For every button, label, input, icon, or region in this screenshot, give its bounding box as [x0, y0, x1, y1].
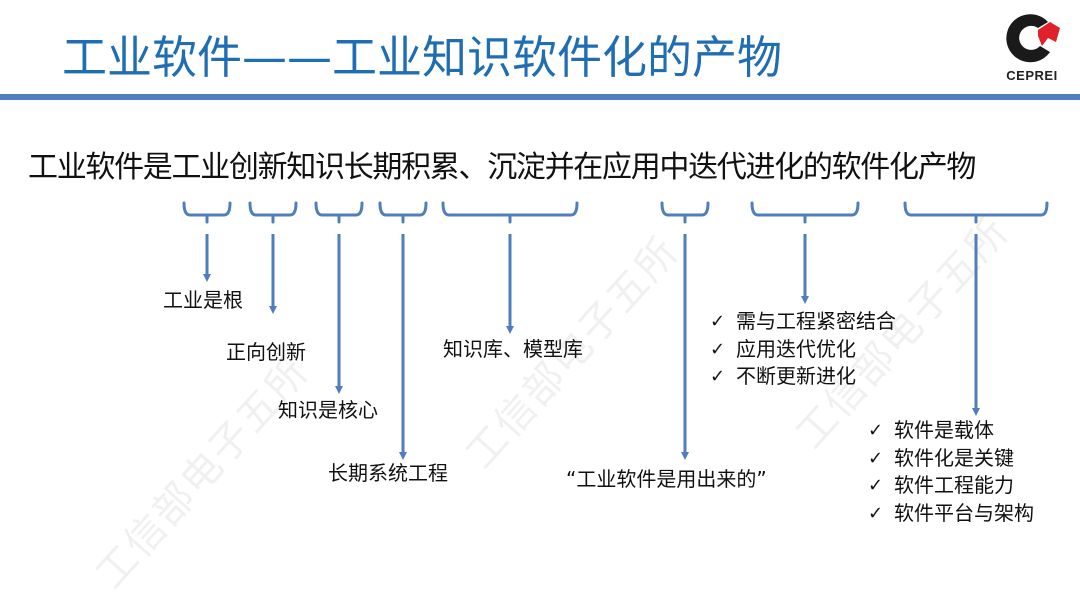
bracket-knowledge [314, 201, 364, 224]
checklist-item: ✓ 软件平台与架构 [868, 500, 1034, 528]
checklist-item-text: 应用迭代优化 [736, 336, 856, 361]
bracket-software [903, 201, 1049, 224]
label-long-term-engineering: 长期系统工程 [328, 461, 448, 485]
checklist-item-text: 软件是载体 [894, 418, 994, 442]
checkmark-icon: ✓ [868, 502, 884, 524]
checklist-item-text: 软件化是关键 [894, 445, 1014, 470]
label-industry-root: 工业是根 [163, 288, 243, 312]
checklist-item: ✓ 软件化是关键 [868, 445, 1034, 473]
ceprei-logo: CEPREI [998, 8, 1066, 90]
ceprei-logo-icon [1006, 14, 1060, 63]
label-used-out-quote: “工业软件是用出来的” [566, 467, 767, 491]
checklist-item-text: 不断更新进化 [736, 364, 856, 388]
checklist-item: ✓ 软件工程能力 [868, 472, 1034, 500]
label-forward-innovation: 正向创新 [226, 340, 306, 364]
bracket-industry [182, 201, 232, 224]
slide-title: 工业软件——工业知识软件化的产物 [62, 31, 783, 84]
header-divider [0, 94, 1080, 100]
checkmark-icon: ✓ [710, 311, 726, 332]
checklist-item: ✓ 软件是载体 [868, 417, 1034, 445]
checklist-item: ✓ 需与工程紧密结合 [710, 308, 896, 336]
bracket-long-term [378, 201, 428, 224]
checkmark-icon: ✓ [710, 338, 726, 360]
bracket-accumulation [441, 201, 579, 224]
checklist-item-text: 软件平台与架构 [894, 500, 1034, 525]
label-knowledge-model-base: 知识库、模型库 [443, 337, 583, 361]
bracket-application [660, 201, 710, 224]
software-checklist: ✓ 软件是载体 ✓ 软件化是关键 ✓ 软件工程能力 ✓ 软件平台与架构 [868, 417, 1034, 527]
checklist-item: ✓ 应用迭代优化 [710, 336, 896, 364]
bracket-arrow-diagram [182, 201, 1049, 460]
bracket-iteration [750, 201, 860, 224]
label-knowledge-core: 知识是核心 [278, 398, 378, 422]
logo-text: CEPREI [1006, 68, 1058, 83]
checkmark-icon: ✓ [868, 447, 884, 469]
iteration-checklist: ✓ 需与工程紧密结合 ✓ 应用迭代优化 ✓ 不断更新进化 [710, 308, 896, 391]
definition-sentence: 工业软件是工业创新知识长期积累、沉淀并在应用中迭代进化的软件化产物 [28, 150, 976, 185]
checklist-item-text: 需与工程紧密结合 [736, 309, 896, 333]
checkmark-icon: ✓ [710, 366, 726, 387]
checklist-item: ✓ 不断更新进化 [710, 363, 896, 391]
checkmark-icon: ✓ [868, 420, 884, 441]
checkmark-icon: ✓ [868, 475, 884, 496]
bracket-innovation [248, 201, 298, 224]
checklist-item-text: 软件工程能力 [894, 473, 1014, 497]
